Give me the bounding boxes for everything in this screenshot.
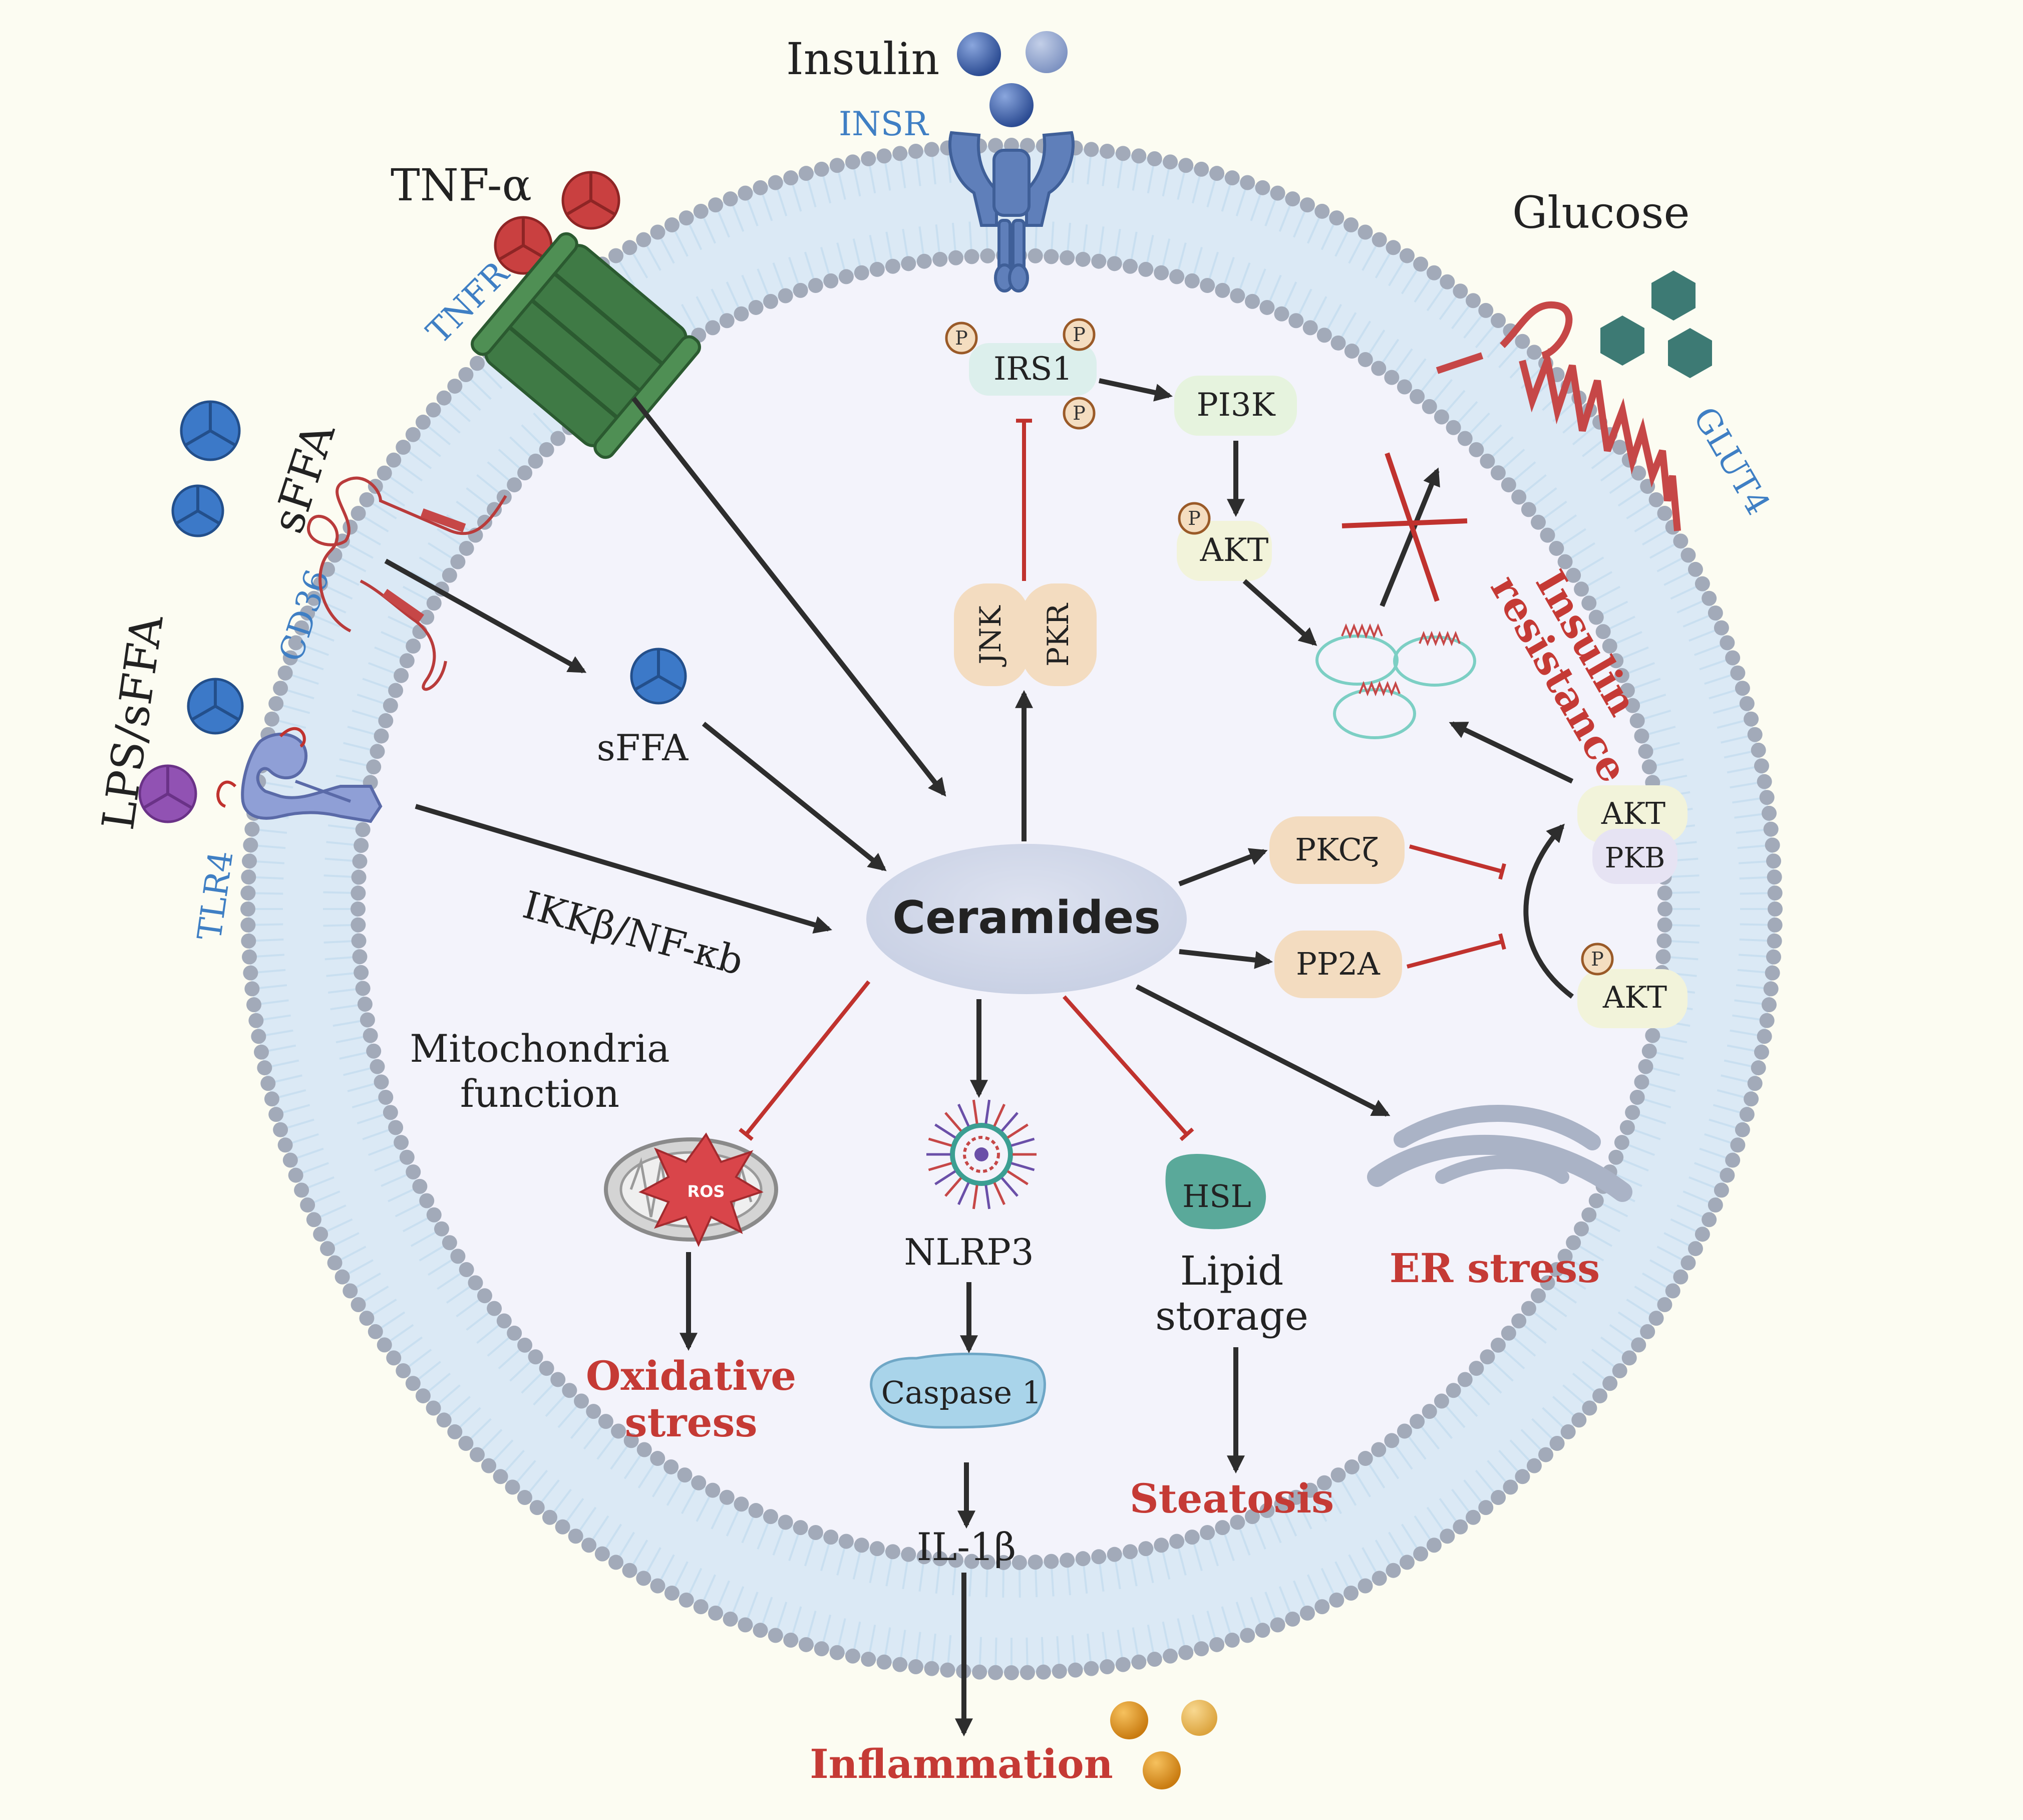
sffa-inner-label: sFFA xyxy=(597,727,689,769)
akt-bottom-box xyxy=(1577,969,1688,1028)
phospho-label-5: P xyxy=(1591,948,1604,970)
phospho-label-3: P xyxy=(1073,402,1086,424)
tnf-alpha-trimer-icon xyxy=(494,171,620,275)
arrow-ceramides-pp2a xyxy=(1179,949,1273,969)
pkc-label: PKCζ xyxy=(1295,831,1379,868)
insulin-molecule-icon xyxy=(957,31,1068,127)
hsl-blob-icon xyxy=(1165,1154,1266,1230)
ros-label: ROS xyxy=(688,1182,725,1201)
insulin-label: Insulin xyxy=(786,33,939,85)
pi3k-box xyxy=(1174,376,1297,436)
pi3k-label: PI3K xyxy=(1197,387,1276,424)
arrow-tnfr-ceramides xyxy=(631,396,946,797)
glucose-hexagon-icon xyxy=(1600,270,1712,378)
pp2a-label: PP2A xyxy=(1296,946,1381,982)
ceramides-label: Ceramides xyxy=(892,891,1161,944)
sffa-trimer-icon xyxy=(171,400,241,537)
er-stress-label: ER stress xyxy=(1390,1245,1600,1292)
glucose-label: Glucose xyxy=(1512,187,1690,238)
akt-right-box xyxy=(1577,785,1688,843)
sffa-inner-trimer-icon xyxy=(630,648,687,705)
inhibit-ceramides-mito xyxy=(739,980,871,1141)
arrow-aktpkb-vesicles xyxy=(1449,721,1574,784)
tlr4-receptor-icon xyxy=(216,727,383,823)
oxidative-stress-label-1: Oxidative xyxy=(586,1352,796,1399)
caspase-label: Caspase 1 xyxy=(881,1374,1042,1411)
pp2a-box xyxy=(1274,931,1402,998)
glut4-transporter-icon xyxy=(1436,301,1681,531)
activation-arrows xyxy=(384,378,1574,1737)
ros-burst-icon xyxy=(638,1132,764,1247)
steatosis-label: Steatosis xyxy=(1130,1475,1334,1522)
akt-right-label: AKT xyxy=(1601,796,1665,831)
phospho-label-1: P xyxy=(955,327,968,349)
arrow-sffa-ceramides xyxy=(702,722,887,871)
inflammation-sphere-icon xyxy=(1110,1700,1217,1789)
phospho-akt-bottom xyxy=(1581,943,1614,976)
phospho-label-4: P xyxy=(1188,507,1201,529)
arrow-akt-vesicles xyxy=(1242,579,1317,646)
nlrp3-label: NLRP3 xyxy=(904,1231,1034,1273)
jnk-box xyxy=(954,583,1029,686)
pkr-label: PKR xyxy=(1041,602,1075,667)
mito-function-label-2: function xyxy=(460,1071,619,1116)
block-cross-icon xyxy=(1341,452,1468,602)
arrow-ceramides-er xyxy=(1135,984,1391,1117)
arrow-akt-conversion xyxy=(1523,823,1574,999)
il1b-label: IL-1β xyxy=(917,1525,1016,1569)
inhibit-ceramides-hsl xyxy=(1063,995,1194,1141)
insr-receptor-icon xyxy=(948,131,1075,292)
inflammation-label: Inflammation xyxy=(810,1740,1113,1787)
inhibit-pp2a-akt xyxy=(1406,933,1506,969)
inhibit-pkc-akt xyxy=(1409,844,1506,880)
arrow-tlr4-ceramides xyxy=(415,804,832,934)
irs1-label: IRS1 xyxy=(993,351,1073,388)
phospho-label-2: P xyxy=(1073,324,1086,346)
akt-top-label: AKT xyxy=(1200,532,1269,569)
arrow-irs1-pi3k xyxy=(1098,378,1173,402)
lipid-storage-label-1: Lipid xyxy=(1180,1248,1284,1294)
pkr-box xyxy=(1022,583,1097,686)
arrow-cd36-sffa xyxy=(384,558,587,674)
tnf-alpha-label: TNF-α xyxy=(391,159,532,211)
phospho-group-irs1 xyxy=(945,318,1096,430)
tnfr-receptor-icon xyxy=(471,232,701,459)
nlrp3-inflammasome-icon xyxy=(926,1099,1037,1209)
arrow-ceramides-pkc xyxy=(1178,848,1268,886)
irs1-box xyxy=(969,343,1097,396)
glut4-vesicle-icon xyxy=(1315,623,1476,739)
akt-top-box xyxy=(1177,521,1272,581)
pkb-label: PKB xyxy=(1605,842,1665,874)
pkc-box xyxy=(1269,816,1405,884)
jnk-label: JNK xyxy=(973,605,1007,667)
arrow-vesicles-glut4 xyxy=(1380,467,1440,607)
hsl-label: HSL xyxy=(1182,1178,1251,1215)
lps-trimer-icon xyxy=(138,678,244,823)
lipid-storage-label-2: storage xyxy=(1155,1293,1308,1339)
caspase-blob-icon xyxy=(870,1352,1046,1429)
inhibition-arrows xyxy=(739,419,1506,1141)
ceramides-node xyxy=(866,844,1187,994)
phospho-akt-top xyxy=(1178,502,1211,535)
cd36-transporter-icon xyxy=(307,476,507,691)
oxidative-stress-label-2: stress xyxy=(624,1399,757,1446)
mito-function-label-1: Mitochondria xyxy=(410,1026,669,1071)
endoplasmic-reticulum-icon xyxy=(1367,1104,1632,1202)
akt-bottom-label: AKT xyxy=(1602,980,1667,1015)
insr-label: INSR xyxy=(839,105,929,143)
pkb-box xyxy=(1592,829,1677,884)
